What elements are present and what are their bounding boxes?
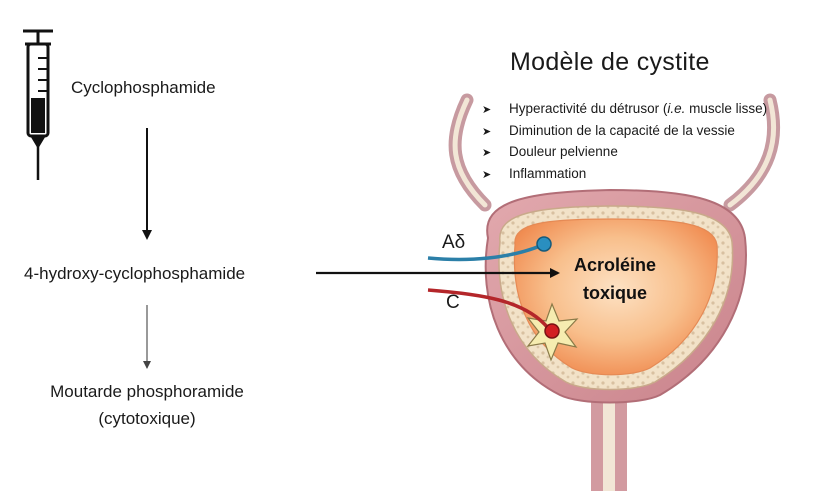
fiber-c-ending: [545, 324, 559, 338]
metabolite-label: 4-hydroxy-cyclophosphamide: [24, 264, 245, 284]
acrolein-label-line2: toxique: [545, 280, 685, 306]
product-label-line2: (cytotoxique): [22, 409, 272, 429]
symptom-item: ➤Inflammation: [482, 163, 767, 185]
bullet-arrow-icon: ➤: [482, 165, 509, 187]
symptom-item: ➤Douleur pelvienne: [482, 141, 767, 163]
symptom-list: ➤Hyperactivité du détrusor (i.e. muscle …: [482, 98, 767, 184]
bullet-arrow-icon: ➤: [482, 100, 509, 122]
model-title: Modèle de cystite: [510, 48, 710, 77]
bullet-arrow-icon: ➤: [482, 122, 509, 144]
acrolein-label-line1: Acroléine: [545, 252, 685, 278]
drug-label: Cyclophosphamide: [71, 78, 216, 98]
urethra: [591, 392, 627, 491]
fiber-a-delta-label: Aδ: [442, 232, 465, 254]
fiber-c-label: C: [446, 292, 460, 314]
bullet-arrow-icon: ➤: [482, 143, 509, 165]
product-label-line1: Moutarde phosphoramide: [22, 382, 272, 402]
symptom-item: ➤Diminution de la capacité de la vessie: [482, 120, 767, 142]
symptom-item: ➤Hyperactivité du détrusor (i.e. muscle …: [482, 98, 767, 120]
fiber-a-delta-ending: [537, 237, 551, 251]
syringe-icon: [23, 31, 53, 180]
